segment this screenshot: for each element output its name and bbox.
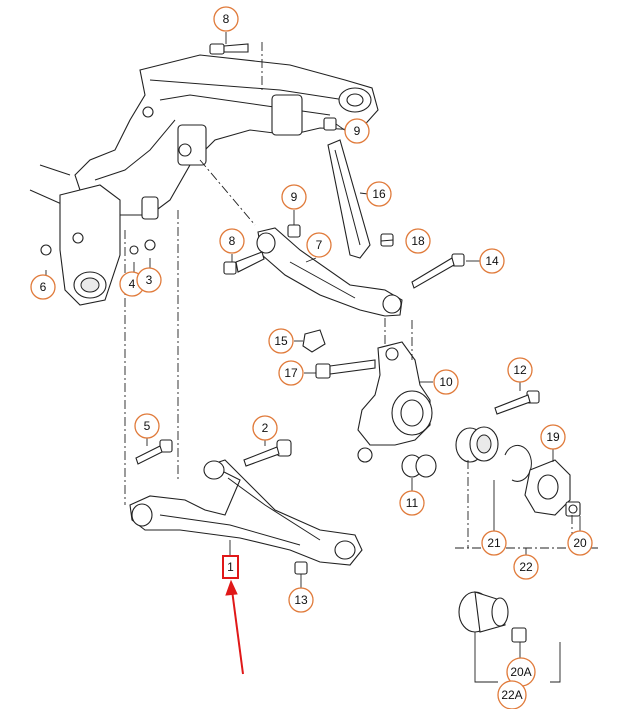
callout-2: 2 — [252, 415, 278, 441]
callout-8-top: 8 — [213, 6, 239, 32]
callout-9-top: 9 — [344, 118, 370, 144]
callout-22: 22 — [513, 554, 539, 580]
callout-label: 13 — [294, 593, 308, 607]
callout-17: 17 — [278, 360, 304, 386]
callout-label: 9 — [354, 124, 361, 138]
bolt-17 — [315, 359, 376, 379]
bolt-8-middle — [223, 251, 265, 275]
callout-3: 3 — [136, 267, 162, 293]
callout-14: 14 — [479, 248, 505, 274]
callout-label: 2 — [262, 421, 269, 435]
callout-label: 9 — [291, 190, 298, 204]
callout-label: 20 — [573, 536, 587, 550]
leader-lines — [45, 32, 581, 683]
callout-15: 15 — [268, 328, 294, 354]
bush-11 — [401, 454, 437, 478]
callout-6: 6 — [30, 274, 56, 300]
callout-20: 20 — [567, 530, 593, 556]
callout-7: 7 — [306, 232, 332, 258]
callout-11: 11 — [399, 490, 425, 516]
wheel-hub-22A — [458, 591, 527, 643]
callout-label: 7 — [316, 238, 323, 252]
callout-label: 20A — [510, 665, 531, 679]
callout-label: 5 — [144, 419, 151, 433]
nut-9-middle — [287, 224, 301, 238]
callout-label: 11 — [406, 496, 419, 510]
wheel-bearing-22 — [455, 426, 499, 463]
callout-label: 16 — [372, 187, 386, 201]
callout-label: 15 — [274, 334, 288, 348]
control-arm-7 — [256, 227, 403, 317]
callout-12: 12 — [507, 357, 533, 383]
callout-label: 14 — [485, 254, 499, 268]
callout-10: 10 — [433, 369, 459, 395]
bolt-14 — [411, 253, 465, 289]
nut-15 — [302, 329, 326, 353]
callout-label: 22A — [501, 688, 522, 702]
callout-19: 19 — [540, 424, 566, 450]
lower-wishbone-1 — [129, 459, 363, 566]
callout-label: 4 — [129, 277, 136, 291]
subframe — [29, 54, 379, 216]
callout-label: 21 — [487, 536, 501, 550]
callout-13: 13 — [288, 587, 314, 613]
callout-label: 3 — [146, 273, 153, 287]
callout-9-middle: 9 — [281, 184, 307, 210]
nut-9-top — [323, 117, 337, 131]
wheel-hub-19 — [524, 459, 571, 516]
callout-label: 22 — [519, 560, 533, 574]
wheel-bearing-housing-10 — [357, 341, 433, 463]
callout-8-middle: 8 — [219, 228, 245, 254]
callout-21: 21 — [481, 530, 507, 556]
nut-13 — [294, 561, 308, 575]
callout-16: 16 — [366, 181, 392, 207]
red-arrow-icon — [225, 579, 244, 675]
callout-18: 18 — [405, 228, 431, 254]
bolt-12 — [494, 390, 540, 415]
callout-label: 12 — [513, 363, 527, 377]
nut-20 — [565, 501, 581, 517]
highlight-label: 1 — [227, 560, 234, 574]
bolt-8-top — [209, 43, 249, 55]
callout-22A: 22A — [497, 680, 527, 709]
bolt-2 — [243, 439, 292, 467]
bolt-5 — [135, 439, 173, 465]
callout-label: 18 — [411, 234, 425, 248]
link-16 — [327, 139, 371, 259]
bearing-bracket — [40, 184, 159, 306]
callout-label: 19 — [546, 430, 560, 444]
callout-label: 6 — [40, 280, 47, 294]
callout-label: 8 — [223, 12, 230, 26]
circlip-21 — [504, 444, 532, 482]
callout-5: 5 — [134, 413, 160, 439]
highlight-part-1: 1 — [222, 555, 239, 579]
callout-label: 10 — [439, 375, 453, 389]
callout-label: 8 — [229, 234, 236, 248]
callout-label: 17 — [284, 366, 298, 380]
callout-20A: 20A — [506, 657, 536, 687]
